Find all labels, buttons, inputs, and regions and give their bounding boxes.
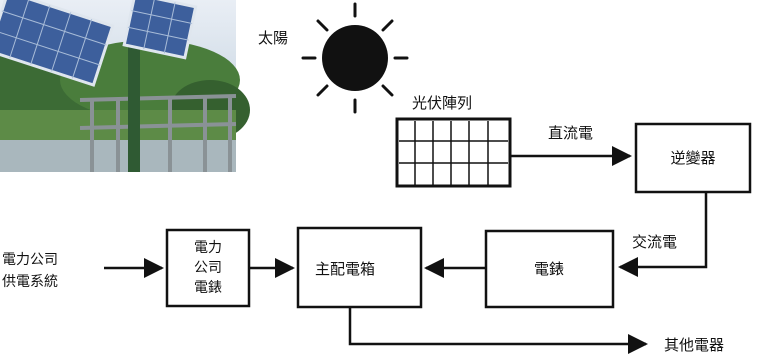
other-appliances-label: 其他電器 [664, 336, 724, 354]
meter-box: 電錶 [484, 229, 615, 309]
sun-icon [301, 2, 409, 114]
utility-meter-box: 電力 公司 電錶 [165, 228, 251, 308]
inverter-box: 逆變器 [634, 122, 752, 194]
grid-supply-line-2: 供電系統 [2, 274, 58, 290]
grid-supply-line-1: 電力公司 [2, 252, 58, 268]
dc-label: 直流電 [548, 124, 593, 142]
utility-meter-line-1: 電力 [194, 240, 222, 256]
panel-to-appliances-arrow [348, 307, 648, 354]
sun-label: 太陽 [258, 29, 288, 47]
pv-array-label: 光伏陣列 [412, 94, 472, 112]
meter-label: 電錶 [534, 260, 564, 278]
solar-panel-photo [0, 0, 250, 172]
pv-array-icon [395, 117, 512, 188]
utility-meter-line-2: 公司 [194, 260, 222, 276]
ac-connector [618, 192, 708, 277]
main-panel-box: 主配電箱 [296, 226, 423, 309]
utility-meter-line-3: 電錶 [194, 280, 222, 296]
ac-label: 交流電 [632, 233, 677, 251]
main-panel-label: 主配電箱 [315, 260, 375, 278]
inverter-label: 逆變器 [670, 149, 715, 167]
